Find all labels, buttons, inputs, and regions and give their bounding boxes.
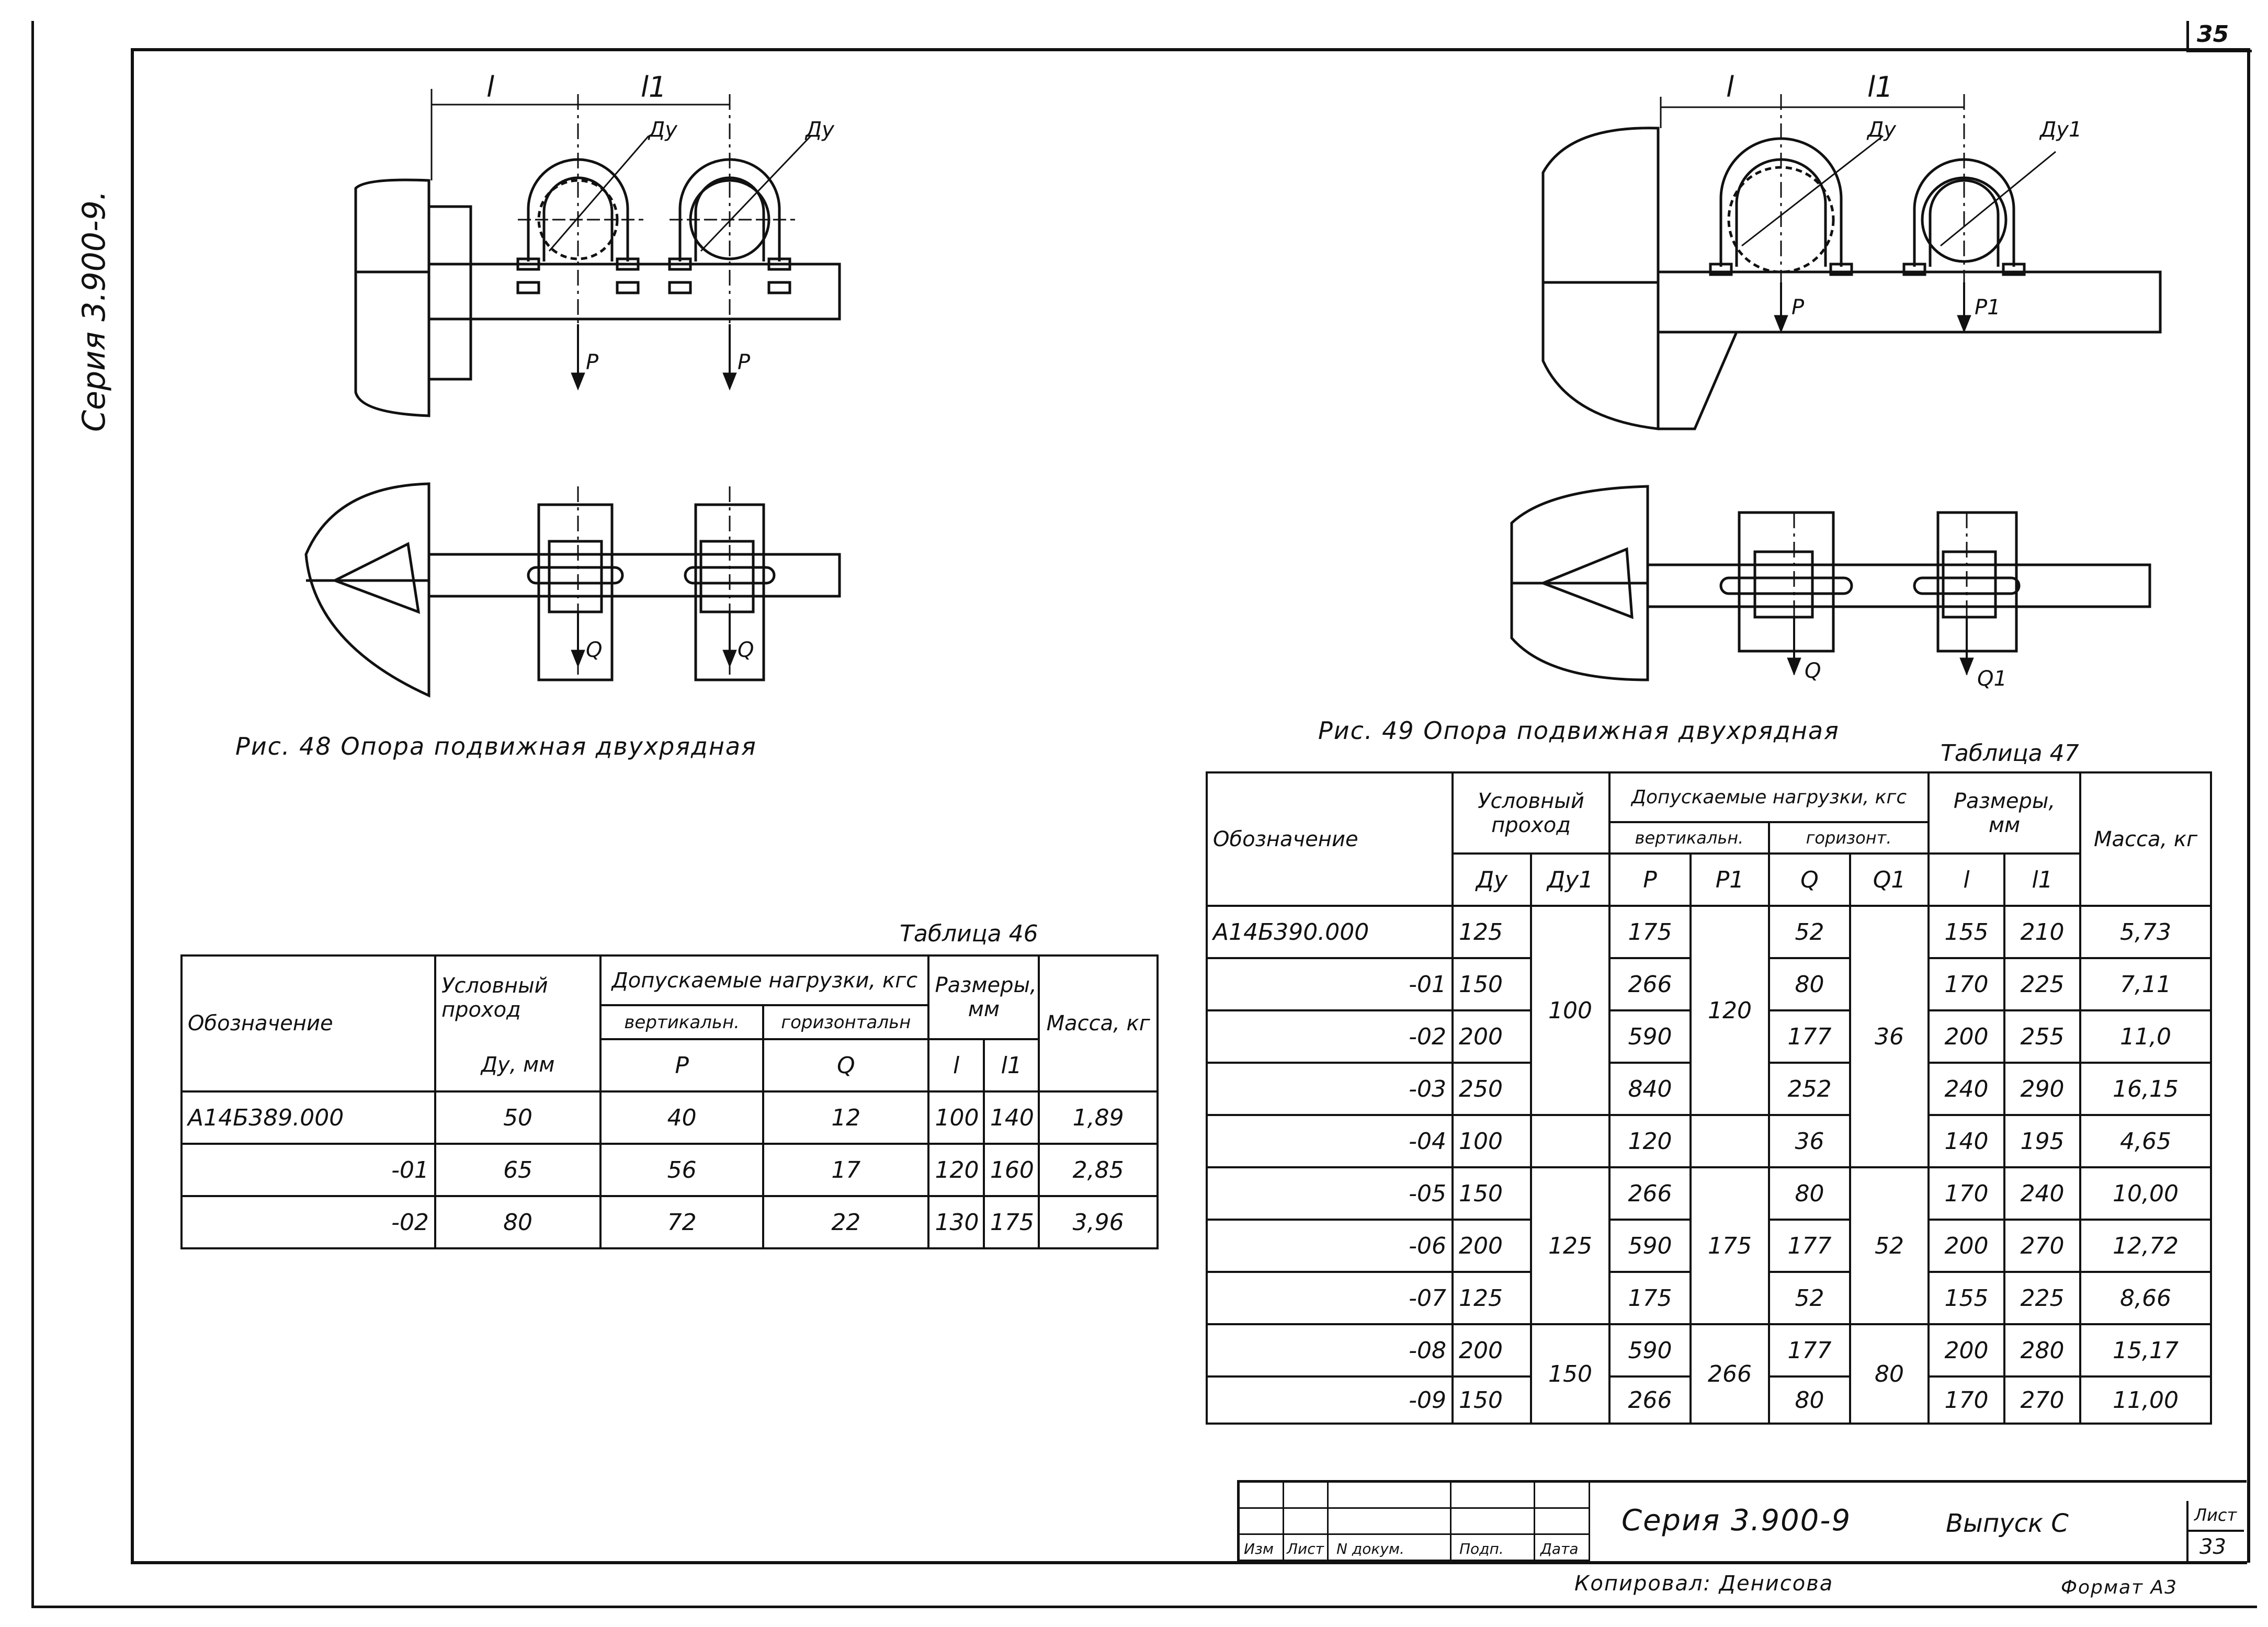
fig48-dim-l: l	[486, 71, 495, 104]
fig48-caption: Рис. 48 Опора подвижная двухрядная	[235, 732, 757, 760]
fig48-load-q-b: Q	[738, 638, 754, 662]
tb-list: Лист	[1287, 1540, 1324, 1557]
t47-h-p: P	[1608, 852, 1692, 907]
table-row: -05 150 125 266 175 80 52 170 240 10,00	[1206, 1166, 2213, 1325]
t46-h-horizontal: горизонтальн	[762, 1004, 930, 1040]
t46-h-dims: Размеры, мм	[927, 954, 1040, 1040]
tb-sheet-divider	[2186, 1530, 2244, 1532]
table-row: А14Б389.000 50 40 12 100 140 1,89	[180, 1090, 1159, 1145]
t47-h-designation: Обозначение	[1206, 771, 1454, 907]
t47-h-dims: Размеры, мм	[1927, 771, 2082, 855]
t47-du1-merged-c: 150	[1530, 1323, 1611, 1425]
fig48-du-label-a: Ду	[649, 118, 677, 142]
t46-h-designation: Обозначение	[180, 954, 436, 1093]
tb-sheet-num: 33	[2199, 1535, 2226, 1559]
tb-date: Дата	[1540, 1540, 1579, 1557]
t47-du1-merged-a: 100	[1530, 905, 1611, 1116]
footer-copied: Копировал: Денисова	[1574, 1572, 1834, 1596]
table46: Обозначение Условный проход Допускаемые …	[180, 954, 1159, 1249]
fig49-du1-label: Ду1	[2040, 118, 2082, 142]
fig48-du-label-b: Ду	[806, 118, 834, 142]
t47-p1-blank	[1689, 1114, 1770, 1168]
fig48-plan	[304, 482, 841, 698]
table46-title: Таблица 46	[900, 920, 1038, 947]
t46-h-du-unit: Ду, мм	[434, 1039, 602, 1093]
t46-h-l1: l1	[982, 1038, 1040, 1093]
revision-grid	[1240, 1483, 1590, 1561]
fig48-load-p-b: P	[738, 350, 751, 374]
outer-border	[31, 21, 2257, 1608]
t47-q1-merged-a: 36	[1849, 905, 1930, 1168]
t47-q1-merged-b: 52	[1849, 1166, 1930, 1325]
t46-h-loads: Допускаемые нагрузки, кгс	[599, 954, 930, 1006]
fig48-load-p-a: P	[586, 350, 599, 374]
t47-h-du: Ду	[1451, 852, 1532, 907]
t46-h-q: Q	[762, 1038, 930, 1093]
fig48-dim-l1: l1	[641, 71, 667, 104]
footer-format: Формат А3	[2061, 1577, 2178, 1598]
fig49-dim-l1: l1	[1867, 71, 1893, 104]
t46-h-p: P	[599, 1038, 765, 1093]
fig48-load-q-a: Q	[586, 638, 603, 662]
t47-h-horizontal: горизонт.	[1767, 821, 1930, 855]
t47-du1-merged-b: 125	[1530, 1166, 1611, 1325]
fig49-load-q: Q	[1805, 659, 1821, 683]
table-row: -02 200 590 177 200 255 11,0	[1206, 1009, 2213, 1064]
page-number: 35	[2197, 21, 2229, 48]
tb-sign: Подп.	[1459, 1540, 1504, 1557]
fig48-elevation	[354, 89, 841, 417]
fig49-elevation	[1541, 94, 2162, 430]
table-row: -07 125 175 52 155 225 8,66	[1206, 1271, 2213, 1325]
table-row: -03 250 840 252 240 290 16,15	[1206, 1062, 2213, 1116]
table-row: -04 100 120 36 140 195 4,65	[1206, 1114, 2213, 1168]
table47-title: Таблица 47	[1941, 740, 2079, 767]
table-row: -08 200 150 590 266 177 80 200 280 15,17	[1206, 1323, 2213, 1425]
tb-series: Серия 3.900-9	[1621, 1504, 1852, 1538]
t47-h-l: l	[1927, 852, 2006, 907]
t47-h-p1: P1	[1689, 852, 1770, 907]
tb-sheet-label: Лист	[2194, 1505, 2237, 1525]
fig49-plan	[1510, 485, 2151, 681]
table-row: А14Б390.000 125 100 175 120 52 36 155 21…	[1206, 905, 2213, 1168]
table-row: -01 65 56 17 120 160 2,85	[180, 1143, 1159, 1197]
t47-h-nominal: Условный проход	[1451, 771, 1611, 854]
t47-du1-blank	[1530, 1114, 1611, 1168]
t46-h-mass: Масса, кг	[1038, 954, 1159, 1093]
t47-h-q: Q	[1768, 852, 1851, 907]
drawing-frame	[131, 48, 2250, 1563]
t47-h-mass: Масса, кг	[2079, 771, 2213, 907]
t47-p1-merged-b: 175	[1689, 1166, 1770, 1325]
table-row: -02 80 72 22 130 175 3,96	[180, 1195, 1159, 1249]
fig49-load-p1: P1	[1975, 295, 2001, 320]
fig49-caption: Рис. 49 Опора подвижная двухрядная	[1318, 716, 1840, 745]
table-row: -06 200 590 177 200 270 12,72	[1206, 1219, 2213, 1273]
t47-h-q1: Q1	[1849, 852, 1930, 907]
t47-h-l1: l1	[2003, 852, 2082, 907]
t46-h-nominal: Условный проход	[434, 954, 602, 1039]
t47-q1-merged-c: 80	[1849, 1323, 1930, 1425]
t46-h-vertical: вертикальн.	[599, 1004, 765, 1040]
t47-h-du1: Ду1	[1530, 852, 1611, 907]
tb-doc: N докум.	[1336, 1540, 1404, 1557]
t46-h-l: l	[927, 1038, 985, 1093]
frame-bottom-line	[131, 1561, 2247, 1564]
tb-izm: Изм	[1244, 1540, 1274, 1557]
table-row: -09 150 266 80 170 270 11,00	[1206, 1375, 2213, 1425]
fig49-load-q1: Q1	[1977, 667, 2007, 691]
table-row: -01 150 266 80 170 225 7,11	[1206, 957, 2213, 1011]
t47-p1-merged-a: 120	[1689, 905, 1770, 1116]
page-number-box	[2186, 21, 2252, 52]
title-block	[1237, 1480, 2247, 1564]
t47-h-loads: Допускаемые нагрузки, кгс	[1608, 771, 1930, 823]
fig49-du-label: Ду	[1867, 118, 1896, 142]
tb-issue: Выпуск С	[1946, 1509, 2069, 1538]
t47-p1-merged-c: 266	[1689, 1323, 1770, 1425]
fig49-dim-l: l	[1726, 71, 1734, 104]
fig49-load-p: P	[1791, 295, 1805, 320]
table47: Обозначение Условный проход Допускаемые …	[1206, 771, 2213, 1425]
t47-h-vertical: вертикальн.	[1608, 821, 1770, 855]
